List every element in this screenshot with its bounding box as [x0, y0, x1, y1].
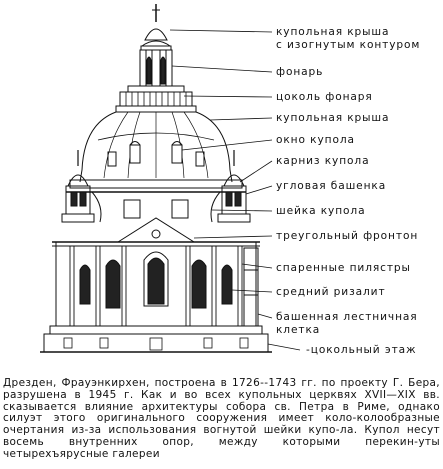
figure-caption: Дрезден, Фрауэнкирхен, построена в 1726-…	[3, 377, 440, 460]
label-dome-cornice: карниз купола	[276, 155, 370, 167]
label-triangular-pediment: треугольный фронтон	[276, 230, 419, 242]
label-plinth-floor: -цокольный этаж	[306, 344, 417, 356]
label-tower-staircase: башенная лестничная клетка	[276, 311, 418, 336]
label-middle-risalit: средний ризалит	[276, 286, 386, 298]
label-lantern-base: цоколь фонаря	[276, 91, 373, 103]
label-corner-turret: угловая башенка	[276, 180, 387, 192]
label-dome-roof-curved: купольная крыша с изогнутым контуром	[276, 26, 421, 51]
label-dome-neck: шейка купола	[276, 205, 366, 217]
label-paired-pilasters: спаренные пилястры	[276, 262, 411, 274]
label-dome-roof: купольная крыша	[276, 112, 390, 124]
label-dome-window: окно купола	[276, 134, 355, 146]
label-lantern: фонарь	[276, 66, 324, 78]
